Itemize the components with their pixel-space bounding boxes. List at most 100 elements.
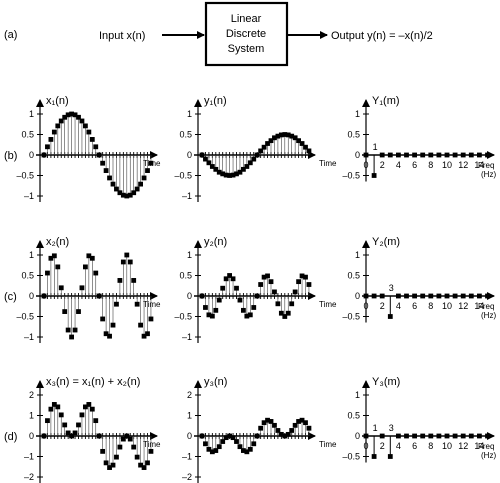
spectrum-marker (428, 293, 434, 299)
sample-marker (148, 448, 154, 454)
sample-marker (58, 285, 64, 291)
y-tick-label: 2 (29, 390, 34, 400)
sample-marker (285, 310, 291, 316)
plot-x-row-1: 10.50–0.5–1x₁(n)Time(b) (4, 95, 161, 202)
sample-marker (131, 444, 137, 450)
freq-tick-label: 0 (363, 301, 368, 311)
plot-y-row-3: 210–1–2y₃(n)Time (182, 376, 337, 483)
y-tick-label: 0.5 (179, 130, 192, 140)
plot-title: Y₃(m) (372, 376, 400, 388)
y-tick-label: 1 (187, 250, 192, 260)
sample-marker (96, 152, 102, 158)
sample-marker (86, 253, 92, 259)
sample-marker (275, 133, 281, 139)
sample-marker (131, 190, 137, 196)
sample-marker (292, 422, 298, 428)
spectrum-marker (420, 433, 426, 439)
sample-marker (296, 138, 301, 144)
spectrum-marker (404, 433, 409, 439)
panel-label: (d) (4, 431, 17, 443)
sample-marker (76, 114, 81, 120)
spectrum-marker (452, 433, 458, 439)
sample-marker (89, 137, 95, 142)
spectrum-marker (468, 152, 474, 158)
y-tick-label: 0.5 (21, 130, 34, 140)
spectrum-marker (477, 293, 482, 299)
sample-marker (138, 181, 143, 187)
sample-marker (65, 112, 71, 118)
sample-marker (272, 135, 277, 141)
sample-marker (107, 333, 112, 339)
y-tick-label: –0.5 (16, 312, 34, 322)
freq-tick-label: 12 (458, 441, 468, 451)
sample-marker (237, 169, 243, 175)
plot-title: y₃(n) (204, 376, 227, 388)
freq-tick-label: 12 (458, 301, 468, 311)
plot-title: x₃(n) = x₁(n) + x₂(n) (46, 376, 140, 388)
sample-marker (72, 430, 78, 436)
sample-marker (79, 285, 85, 291)
freq-tick-label: 14 (474, 301, 484, 311)
sample-marker (107, 465, 112, 470)
freq-tick-label: 0 (363, 441, 368, 451)
spectrum-marker (387, 152, 393, 158)
plot-y-row-2: 10.50–0.5–1y₂(n)Time (174, 236, 337, 343)
sample-marker (241, 448, 246, 453)
y-tick-label: 0 (29, 150, 34, 160)
freq-tick-label: 8 (428, 441, 433, 451)
spectrum-marker (444, 433, 450, 439)
freq-tick-label: 2 (380, 301, 385, 311)
spectrum-marker (396, 433, 401, 439)
y-tick-label: –0.5 (16, 171, 34, 181)
sample-marker (141, 465, 147, 470)
spectrum-marker (363, 433, 369, 439)
plot-title: x₂(n) (46, 236, 69, 248)
sample-marker (55, 264, 61, 270)
sample-marker (296, 419, 301, 424)
sample-marker (62, 309, 68, 314)
sample-marker (216, 444, 222, 450)
sample-marker (89, 406, 95, 412)
sample-marker (265, 417, 270, 423)
freq-tick-label: 10 (442, 441, 452, 451)
sample-marker (79, 118, 85, 124)
sample-marker (51, 253, 57, 259)
y-tick-label: 0 (29, 291, 34, 301)
sample-marker (89, 255, 95, 261)
sample-marker (285, 431, 291, 437)
sample-marker (103, 460, 109, 466)
sample-marker (230, 435, 236, 441)
sample-marker (58, 118, 64, 124)
sample-marker (110, 462, 116, 468)
y-tick-label: –0.5 (342, 312, 360, 322)
sample-marker (110, 181, 116, 187)
sample-marker (247, 160, 253, 166)
panel-label-a: (a) (4, 29, 17, 41)
sample-marker (261, 420, 267, 426)
sample-marker (138, 462, 143, 468)
sample-marker (209, 164, 215, 169)
sample-marker (247, 446, 253, 452)
y-tick-label: 0 (187, 150, 192, 160)
spectrum-marker (485, 433, 490, 439)
spectrum-marker (428, 433, 434, 439)
freq-tick-label: 6 (412, 301, 417, 311)
sample-marker (303, 144, 308, 150)
hz-label: (Hz) (481, 451, 496, 460)
freq-tick-label: 8 (428, 160, 433, 170)
sample-marker (203, 156, 208, 162)
freq-tick-label: 2 (380, 160, 385, 170)
box-line-1: Linear (231, 13, 262, 25)
sample-marker (306, 282, 312, 287)
sample-marker (124, 252, 130, 258)
sample-marker (237, 297, 243, 303)
sample-marker (223, 435, 229, 441)
spectrum-marker (460, 433, 466, 439)
sample-marker (234, 171, 239, 177)
sample-marker (275, 301, 281, 307)
sample-marker (251, 156, 257, 162)
plot-x-row-3: 210–1–2x₃(n) = x₁(n) + x₂(n)Time(d) (4, 376, 161, 483)
sample-marker (258, 282, 264, 287)
